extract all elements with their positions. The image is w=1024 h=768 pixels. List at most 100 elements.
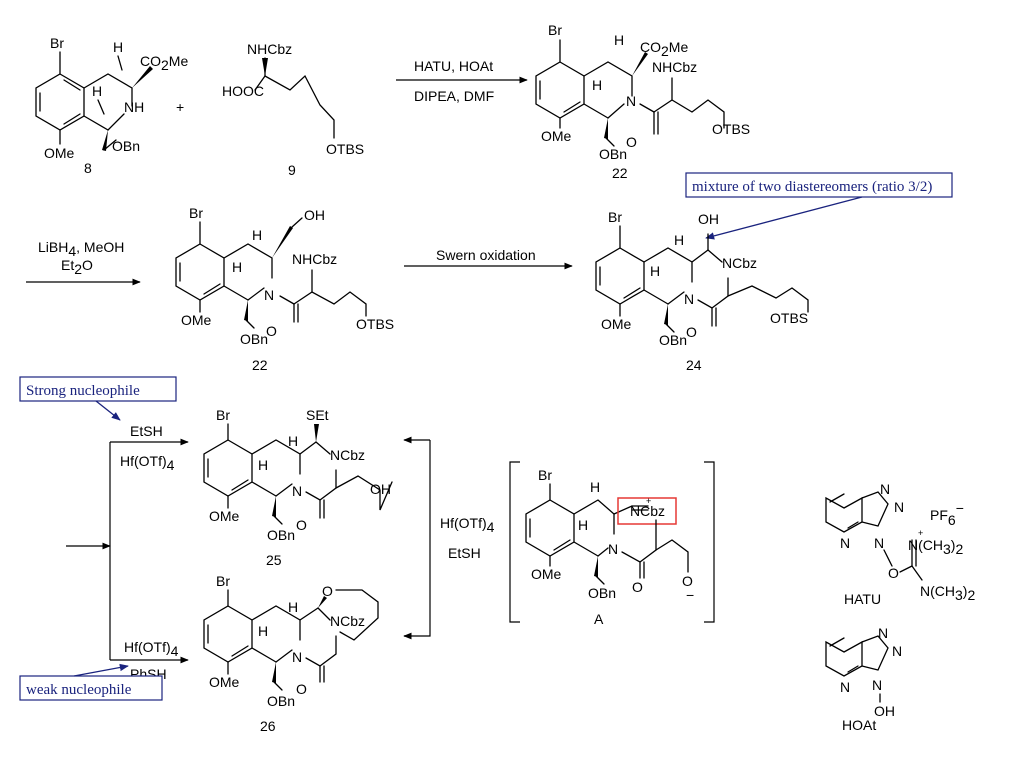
hoat-label: HOAt	[842, 717, 876, 733]
alkoxide-minus: −	[686, 587, 694, 603]
h-stereo-label: H	[288, 433, 298, 449]
reagent-line-2: DIPEA, DMF	[414, 88, 494, 104]
nh-label: NH	[124, 99, 144, 115]
otbs-label: OTBS	[356, 316, 394, 332]
methoxy-label: OMe	[531, 566, 562, 582]
intermediate-arrows: Hf(OTf)4 EtSH	[403, 436, 495, 640]
ncbz-label: NCbz	[722, 255, 757, 271]
compound-22-middle: Br OH H NHCbz N H O OTBS OMe OBn 22	[175, 205, 394, 373]
compound-number: 22	[252, 357, 268, 373]
triazole-n3: N	[874, 535, 884, 551]
compound-number: 9	[288, 162, 296, 178]
carbonyl-o-label: O	[266, 323, 277, 339]
iminium-ncbz-label: NCbz	[630, 503, 665, 519]
amide-n-label: N	[626, 93, 636, 109]
h-stereo-label: H	[674, 232, 684, 248]
compound-number: 24	[686, 357, 702, 373]
h-ring-label: H	[650, 263, 660, 279]
bromo-label: Br	[216, 573, 230, 589]
bottom-reagent-1: Hf(OTf)4	[124, 639, 179, 659]
h-stereo-label: H	[252, 227, 262, 243]
hatu-label: HATU	[844, 591, 881, 607]
carbonyl-o-label: O	[686, 324, 697, 340]
h-ring-label: H	[258, 457, 268, 473]
benzyloxy-label: OBn	[659, 332, 687, 348]
otbs-label: OTBS	[326, 141, 364, 157]
nhcbz-label: NHCbz	[652, 59, 697, 75]
reagent-line-1: LiBH4, MeOH	[38, 239, 124, 259]
amide-n-label: N	[292, 483, 302, 499]
nhcbz-label: NHCbz	[292, 251, 337, 267]
triazole-n1: N	[878, 625, 888, 641]
hydroxyl-label: OH	[304, 207, 325, 223]
weak-nucleophile-text: weak nucleophile	[26, 682, 132, 698]
acid-label: HOOC	[222, 83, 264, 99]
carbonyl-o-label: O	[296, 681, 307, 697]
h-ring-label: H	[592, 77, 602, 93]
reaction-arrow-2: LiBH4, MeOH Et2O	[26, 239, 141, 286]
compound-22-top: Br H CO2Me NHCbz N H O OTBS OMe OBn 22	[535, 22, 750, 181]
ncbz-label: NCbz	[330, 613, 365, 629]
hydroxyl-label: OH	[698, 211, 719, 227]
benzyloxy-label: OBn	[267, 693, 295, 709]
intermediate-reagent-2: EtSH	[448, 545, 481, 561]
compound-24: Br H OH NCbz N H O OTBS OMe OBn 24	[595, 209, 809, 373]
h-stereo-label: H	[113, 39, 123, 55]
benzyloxy-label: OBn	[112, 138, 140, 154]
compound-25: Br H SEt NCbz N H O OH OMe OBn 25	[203, 407, 393, 568]
otbs-label: OTBS	[712, 121, 750, 137]
methoxy-label: OMe	[44, 145, 75, 161]
h-stereo-label: H	[614, 32, 624, 48]
carbonyl-o-label: O	[296, 517, 307, 533]
h-ring-label: H	[92, 83, 102, 99]
methoxy-label: OMe	[541, 128, 572, 144]
methoxy-label: OMe	[181, 312, 212, 328]
ethylthio-label: SEt	[306, 407, 329, 423]
carbonyl-o-label: O	[632, 579, 643, 595]
bromo-label: Br	[50, 35, 64, 51]
weak-nucleophile-note: weak nucleophile	[19, 663, 163, 701]
benzyloxy-label: OBn	[267, 527, 295, 543]
pyridine-n-label: N	[840, 679, 850, 695]
amide-n-label: N	[264, 287, 274, 303]
top-reagent-2: Hf(OTf)4	[120, 453, 175, 473]
triazole-n2: N	[894, 499, 904, 515]
methoxy-label: OMe	[601, 316, 632, 332]
h-ring-label: H	[578, 517, 588, 533]
methoxy-label: OMe	[209, 508, 240, 524]
ester-label: CO2Me	[140, 53, 188, 73]
compound-8: Br H CO2Me NH H OMe OBn 8	[35, 35, 188, 176]
reagent-line-2: Et2O	[61, 257, 93, 277]
ring-oxygen-label: O	[322, 583, 333, 599]
iminium-plus: +	[918, 528, 923, 538]
ncbz-label: NCbz	[330, 447, 365, 463]
amide-n-label: N	[684, 291, 694, 307]
compound-number: 25	[266, 552, 282, 568]
dimethylamino-bottom: N(CH3)2	[920, 583, 975, 603]
otbs-label: OTBS	[770, 310, 808, 326]
ester-label: CO2Me	[640, 39, 688, 59]
hydroxyl-label: OH	[874, 703, 895, 719]
bromo-label: Br	[216, 407, 230, 423]
bromo-label: Br	[189, 205, 203, 221]
dimethylamino-top: N(CH3)2	[908, 537, 963, 557]
benzyloxy-label: OBn	[599, 146, 627, 162]
top-reagent-1: EtSH	[130, 423, 163, 439]
triazole-n2: N	[892, 643, 902, 659]
compound-number: 26	[260, 718, 276, 734]
strong-nucleophile-note: Strong nucleophile	[19, 376, 177, 421]
hatu-o-label: O	[888, 565, 899, 581]
amide-n-label: N	[608, 541, 618, 557]
hatu-structure: N N N N O PF6− + N(CH3)2 N(CH3)2 HATU	[825, 481, 975, 607]
nhcbz-label: NHCbz	[247, 41, 292, 57]
hoat-structure: N N N N OH HOAt	[825, 625, 902, 733]
iminium-plus: +	[646, 496, 651, 506]
compound-label: A	[594, 611, 604, 627]
reaction-arrow-3: Swern oxidation	[404, 247, 573, 270]
triazole-n3: N	[872, 677, 882, 693]
bromo-label: Br	[608, 209, 622, 225]
reagent-line-1: Swern oxidation	[436, 247, 536, 263]
compound-number: 8	[84, 160, 92, 176]
amide-n-label: N	[292, 649, 302, 665]
